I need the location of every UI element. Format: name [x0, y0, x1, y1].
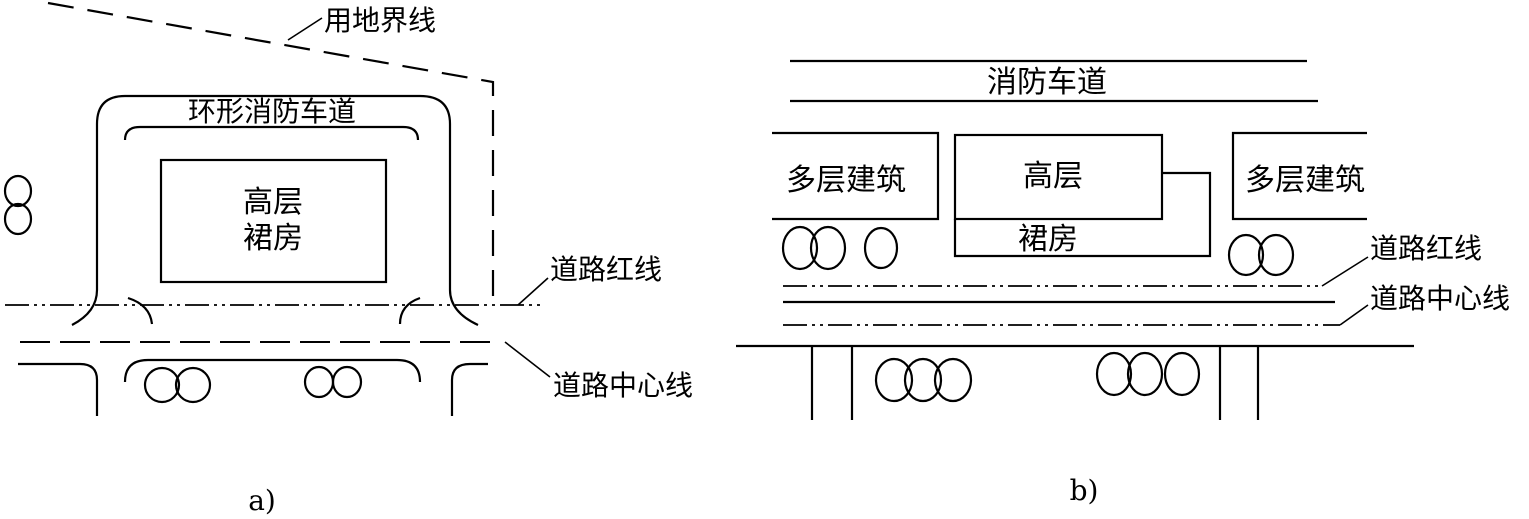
tree-icon	[809, 225, 847, 271]
tree-icon	[1227, 233, 1265, 277]
fire-lane-label: 消防车道	[987, 65, 1107, 100]
tree-icon	[933, 357, 973, 403]
tree-icon	[863, 226, 899, 270]
highrise-podium-building	[159, 158, 388, 284]
tree-icon	[1126, 351, 1164, 397]
road-center-line-leader	[1339, 304, 1369, 326]
land-boundary-label: 用地界线	[324, 4, 436, 37]
tree-icon	[1095, 351, 1133, 397]
ring-road-inner-left-end	[127, 296, 154, 325]
ring-road-outer	[71, 94, 479, 326]
lower-road-edge-middle	[123, 358, 422, 383]
road-center-line-label: 道路中心线	[553, 369, 693, 402]
tree-icon	[174, 366, 212, 404]
tree-icon	[331, 365, 363, 399]
multistory-right-label: 多层建筑	[1245, 163, 1365, 198]
land-boundary-leader	[287, 17, 323, 41]
road-center-line-leader	[504, 341, 551, 378]
road-red-line-leader	[517, 277, 549, 306]
road-center-line-label: 道路中心线	[1370, 282, 1510, 315]
tree-icon	[3, 202, 33, 236]
tree-icon	[1163, 351, 1201, 397]
panel-a-caption: a)	[248, 484, 276, 517]
multistory-left-label: 多层建筑	[786, 163, 906, 198]
tree-icon	[3, 174, 33, 208]
building-label-line1: 高层	[243, 185, 303, 220]
tree-icon	[1257, 233, 1295, 277]
road-red-line-leader	[1321, 256, 1369, 287]
podium-label: 裙房	[1018, 222, 1078, 257]
ring-road-inner-right-end	[398, 296, 421, 325]
panel-a: 用地界线 环形消防车道 高层 裙房 道路红线 道路中心线 a)	[3, 1, 693, 517]
tree-icon	[874, 357, 914, 403]
land-boundary-line	[47, 1, 495, 305]
highrise-label: 高层	[1023, 159, 1083, 194]
lower-road-edge-left	[18, 362, 99, 416]
road-red-line-label: 道路红线	[1370, 232, 1482, 265]
ring-road-inner	[123, 125, 420, 141]
multistory-building-right	[1231, 131, 1367, 221]
panel-b: 消防车道 多层建筑 高层 裙房 多层建筑 道路红线 道路中心线	[736, 59, 1510, 507]
panel-b-caption: b)	[1070, 474, 1099, 507]
multistory-building-left	[772, 131, 940, 221]
ring-road-label: 环形消防车道	[188, 95, 356, 128]
tree-icon	[143, 366, 181, 404]
building-label-line2: 裙房	[243, 221, 303, 256]
highrise-building	[953, 133, 1164, 221]
tree-icon	[781, 225, 819, 271]
lower-road-edge-right	[450, 362, 488, 416]
tree-icon	[303, 365, 335, 399]
tree-icon	[903, 357, 943, 403]
road-red-line-label: 道路红线	[550, 253, 662, 286]
podium-building	[953, 171, 1212, 258]
